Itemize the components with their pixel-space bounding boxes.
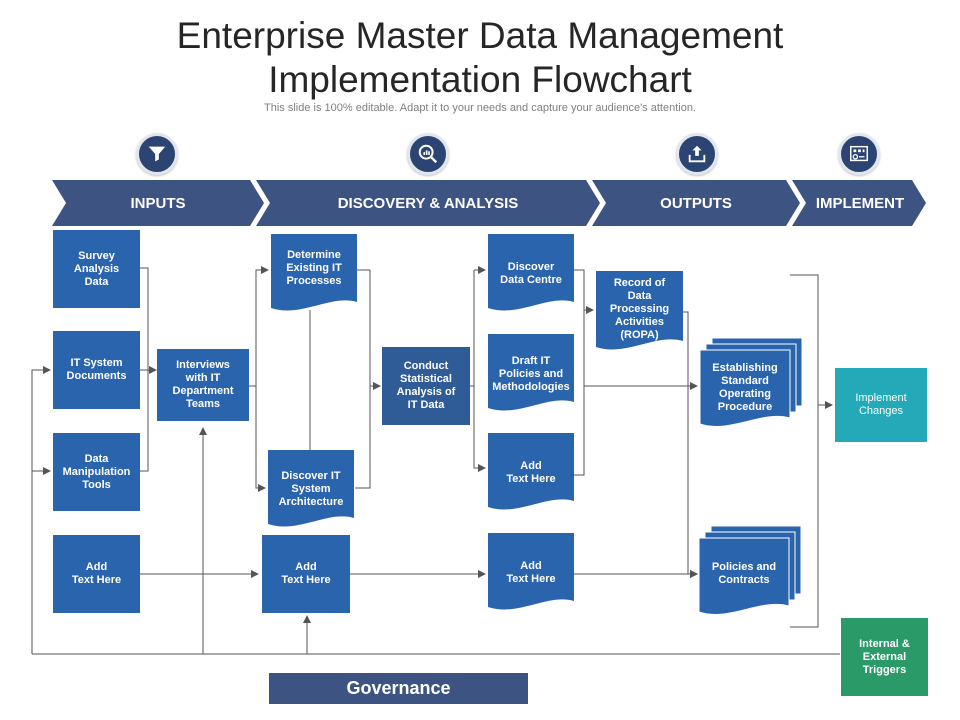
data-manipulation-label: Data Manipulation Tools <box>62 452 131 491</box>
multi-document-shape <box>699 526 802 615</box>
conduct-statistical-label: Conduct Statistical Analysis of IT Data <box>396 360 456 411</box>
it-system-documents-label: IT System Documents <box>66 357 127 382</box>
draft-policies-label: Draft IT Policies and Methodologies <box>492 354 570 393</box>
standard-procedure-node: Establishing Standard Operating Procedur… <box>700 338 804 434</box>
phase-label-implement: IMPLEMENT <box>815 194 905 212</box>
upload-box-icon <box>676 133 718 175</box>
draft-policies-node: Draft IT Policies and Methodologies <box>488 334 574 416</box>
page-subtitle: This slide is 100% editable. Adapt it to… <box>264 102 696 114</box>
governance-bar: Governance <box>269 673 528 704</box>
triggers-label: Internal & External Triggers <box>859 637 910 676</box>
discover-data-centre-node: Discover Data Centre <box>488 234 574 316</box>
discover-data-centre-label: Discover Data Centre <box>500 261 562 286</box>
phase-chevron-outputs <box>592 180 800 226</box>
determine-existing-node: Determine Existing IT Processes <box>271 234 357 316</box>
add-text-label-2: Add Text Here <box>281 561 331 586</box>
phase-label-inputs: INPUTS <box>130 194 186 212</box>
triggers-node: Internal & External Triggers <box>841 618 928 696</box>
phase-chevron-discovery <box>256 180 600 226</box>
blueprint-gear-icon <box>838 133 880 175</box>
survey-analysis-node: Survey Analysis Data <box>53 230 140 308</box>
policies-contracts-node: Policies and Contracts <box>699 526 803 622</box>
page-title: Enterprise Master Data Management Implem… <box>176 15 784 100</box>
add-text-label-1: Add Text Here <box>71 561 122 586</box>
connector-lines <box>31 266 840 655</box>
add-text-node-2: Add Text Here <box>262 535 350 613</box>
discover-architecture-label: Discover IT System Architecture <box>278 469 344 508</box>
add-text-node-1: Add Text Here <box>53 535 140 613</box>
document-shape <box>488 334 574 411</box>
conduct-statistical-node: Conduct Statistical Analysis of IT Data <box>382 347 470 425</box>
phase-chevron-implement <box>792 180 926 226</box>
ropa-node: Record of Data Processing Activities (RO… <box>596 271 683 355</box>
document-shape <box>488 433 574 510</box>
data-manipulation-node: Data Manipulation Tools <box>53 433 140 511</box>
document-shape <box>596 271 683 350</box>
multi-document-shape <box>700 338 803 427</box>
it-system-documents-node: IT System Documents <box>53 331 140 409</box>
implement-changes-label: Implement Changes <box>855 392 907 417</box>
discover-architecture-node: Discover IT System Architecture <box>268 450 354 532</box>
implement-changes-node: Implement Changes <box>835 368 927 442</box>
determine-existing-label: Determine Existing IT Processes <box>286 248 342 287</box>
policies-contracts-label: Policies and Contracts <box>711 561 777 586</box>
document-shape <box>268 450 354 527</box>
interviews-label: Interviews with IT Department Teams <box>172 359 234 410</box>
document-shape <box>271 234 357 311</box>
document-shape <box>488 533 574 610</box>
add-text-node-4: Add Text Here <box>488 533 574 615</box>
standard-procedure-label: Establishing Standard Operating Procedur… <box>712 362 778 413</box>
add-text-label-4: Add Text Here <box>506 560 556 585</box>
phase-chevron-inputs <box>52 180 264 226</box>
interviews-node: Interviews with IT Department Teams <box>157 349 249 421</box>
add-text-node-3: Add Text Here <box>488 433 574 515</box>
phase-banner <box>52 180 926 226</box>
phase-label-discovery: DISCOVERY & ANALYSIS <box>337 194 519 212</box>
phase-label-outputs: OUTPUTS <box>660 194 732 212</box>
funnel-icon <box>136 133 178 175</box>
survey-analysis-label: Survey Analysis Data <box>73 249 120 288</box>
ropa-label: Record of Data Processing Activities (RO… <box>609 276 670 341</box>
add-text-label-3: Add Text Here <box>506 460 556 485</box>
magnifier-chart-icon <box>407 133 449 175</box>
document-shape <box>488 234 574 311</box>
